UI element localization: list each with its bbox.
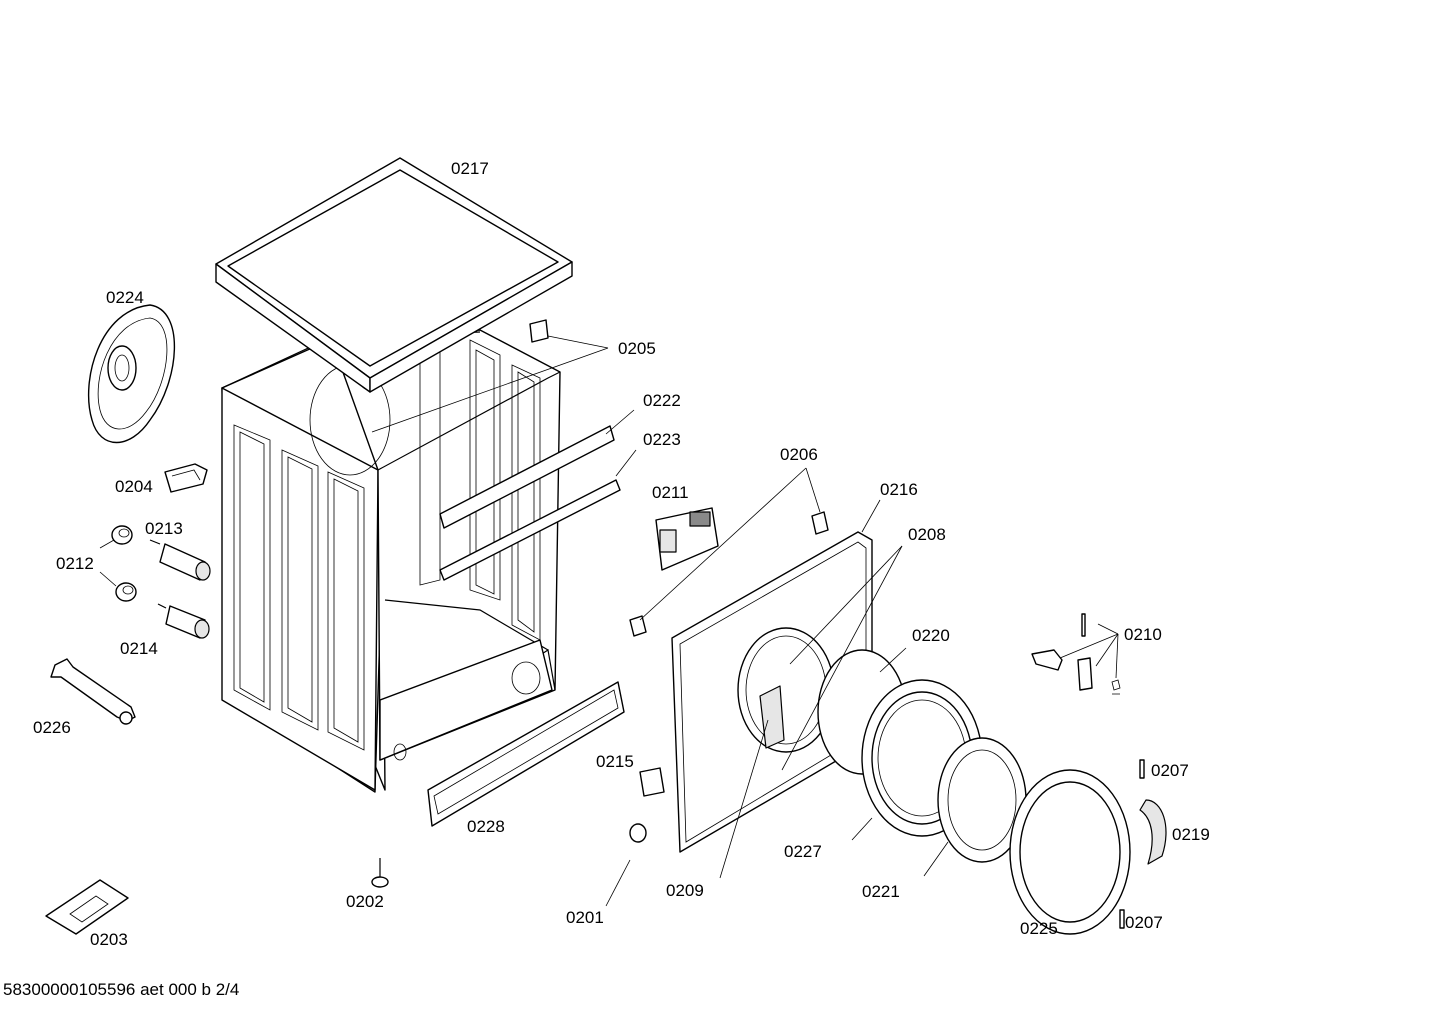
leader-lines <box>99 335 1119 907</box>
spanner-tool-0226 <box>50 658 136 725</box>
label-0205: 0205 <box>618 339 656 358</box>
pin-0207-lower <box>1119 909 1125 929</box>
label-0213: 0213 <box>145 519 183 538</box>
hinge-0219 <box>1139 799 1167 865</box>
label-0220: 0220 <box>912 626 950 645</box>
label-0227: 0227 <box>784 842 822 861</box>
label-0208: 0208 <box>908 525 946 544</box>
label-0214: 0214 <box>120 639 158 658</box>
label-0203: 0203 <box>90 930 128 949</box>
label-0210: 0210 <box>1124 625 1162 644</box>
label-0217: 0217 <box>451 159 489 178</box>
label-0225: 0225 <box>1020 919 1058 938</box>
label-0221: 0221 <box>862 882 900 901</box>
clip-0205 <box>529 319 549 343</box>
door-ring-0225 <box>1009 769 1131 935</box>
part-labels: 0217 0224 0205 0222 0223 0206 0216 0211 … <box>33 159 1210 949</box>
label-0209: 0209 <box>666 881 704 900</box>
label-0228: 0228 <box>467 817 505 836</box>
label-0206: 0206 <box>780 445 818 464</box>
label-0216: 0216 <box>880 480 918 499</box>
label-0207-upper: 0207 <box>1151 761 1189 780</box>
label-0224: 0224 <box>106 288 144 307</box>
shock-absorber-0214 <box>157 603 210 639</box>
label-0202: 0202 <box>346 892 384 911</box>
label-0223: 0223 <box>643 430 681 449</box>
pin-0207-upper <box>1139 759 1145 779</box>
clip-0206b <box>811 511 829 535</box>
foot-0212-upper <box>111 525 133 545</box>
label-0219: 0219 <box>1172 825 1210 844</box>
top-cover-part <box>215 157 573 393</box>
cabinet-housing <box>221 329 561 793</box>
screw-0202 <box>371 858 389 888</box>
plinth-panel-0228 <box>427 681 625 827</box>
label-0212: 0212 <box>56 554 94 573</box>
label-0226: 0226 <box>33 718 71 737</box>
foot-0201 <box>629 823 647 843</box>
handle-kit-0210 <box>1031 613 1121 695</box>
label-0201: 0201 <box>566 908 604 927</box>
label-0222: 0222 <box>643 391 681 410</box>
clip-0204 <box>164 463 208 493</box>
foot-0212-lower <box>115 582 137 602</box>
support-rails <box>439 425 621 581</box>
label-0204: 0204 <box>115 477 153 496</box>
document-code: 58300000105596 aet 000 b 2/4 <box>3 980 240 999</box>
front-panel-0216 <box>671 531 873 853</box>
clip-0206a <box>629 615 647 637</box>
shock-absorber-0213 <box>149 539 211 581</box>
door-lock-0211 <box>655 507 719 571</box>
label-0207-lower: 0207 <box>1125 913 1163 932</box>
label-0215: 0215 <box>596 752 634 771</box>
latch-0215 <box>639 767 665 797</box>
label-0211: 0211 <box>652 483 689 502</box>
rear-cover-part <box>88 304 176 444</box>
bracket-0203 <box>45 879 129 935</box>
